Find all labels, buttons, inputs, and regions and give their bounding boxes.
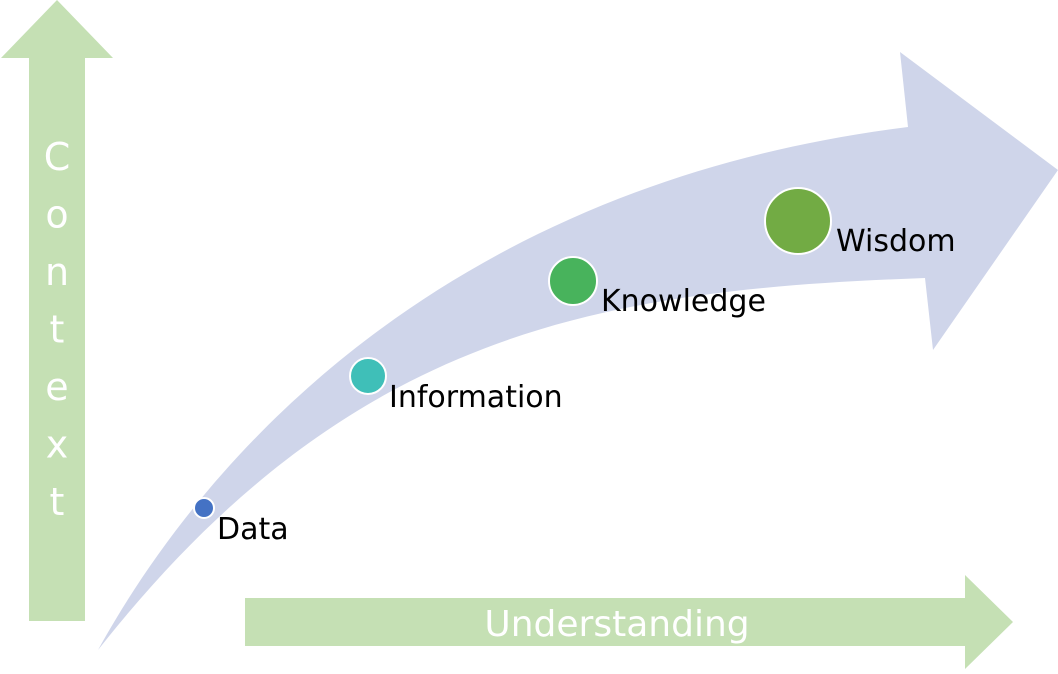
progression-curve-arrow	[98, 52, 1058, 650]
wisdom-label: Wisdom	[836, 224, 956, 259]
context-axis-letter: C	[44, 135, 71, 179]
context-axis-letter: o	[45, 193, 68, 237]
context-axis-letter: x	[46, 423, 69, 467]
understanding-axis-arrow	[245, 575, 1013, 669]
context-axis-letter: n	[45, 250, 69, 294]
context-axis-arrow	[1, 0, 113, 621]
data-node	[193, 497, 215, 519]
wisdom-node	[764, 187, 832, 255]
understanding-axis-label: Understanding	[484, 604, 749, 645]
knowledge-label: Knowledge	[601, 284, 766, 319]
knowledge-node	[548, 256, 598, 306]
information-node	[349, 357, 387, 395]
context-axis-letter: t	[50, 308, 65, 352]
context-axis-letter: e	[45, 365, 68, 409]
data-label: Data	[217, 512, 289, 547]
information-label: Information	[389, 380, 563, 415]
context-axis-letter: t	[50, 480, 65, 524]
